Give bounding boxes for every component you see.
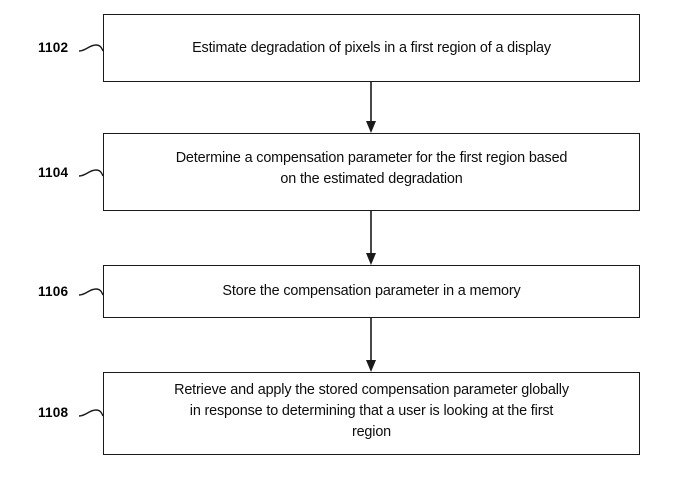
process-box-1104-text: Determine a compensation parameter for t… [175, 150, 568, 187]
connector-arrow-1106-to-1108 [366, 318, 376, 372]
process-box-1104[interactable]: Determine a compensation parameter for t… [103, 133, 640, 211]
reference-numeral-1108: 1108 [38, 405, 69, 420]
reference-numeral-1104: 1104 [38, 165, 69, 180]
process-box-1106-text: Store the compensation parameter in a me… [222, 283, 521, 299]
connector-arrow-1104-to-1106 [366, 211, 376, 265]
connector-arrow-1102-to-1104 [366, 82, 376, 133]
leader-line-1102 [78, 44, 104, 52]
leader-line-1106 [78, 288, 104, 296]
process-box-1108[interactable]: Retrieve and apply the stored compensati… [103, 372, 640, 455]
process-box-1106[interactable]: Store the compensation parameter in a me… [103, 265, 640, 318]
process-box-1102-text: Estimate degradation of pixels in a firs… [192, 39, 551, 56]
leader-line-1104 [78, 169, 104, 177]
reference-numeral-1102: 1102 [38, 40, 69, 55]
reference-numeral-1106: 1106 [38, 284, 69, 299]
leader-line-1108 [78, 409, 104, 417]
process-box-1108-text: Retrieve and apply the stored compensati… [174, 382, 569, 440]
process-box-1102[interactable]: Estimate degradation of pixels in a firs… [103, 14, 640, 82]
